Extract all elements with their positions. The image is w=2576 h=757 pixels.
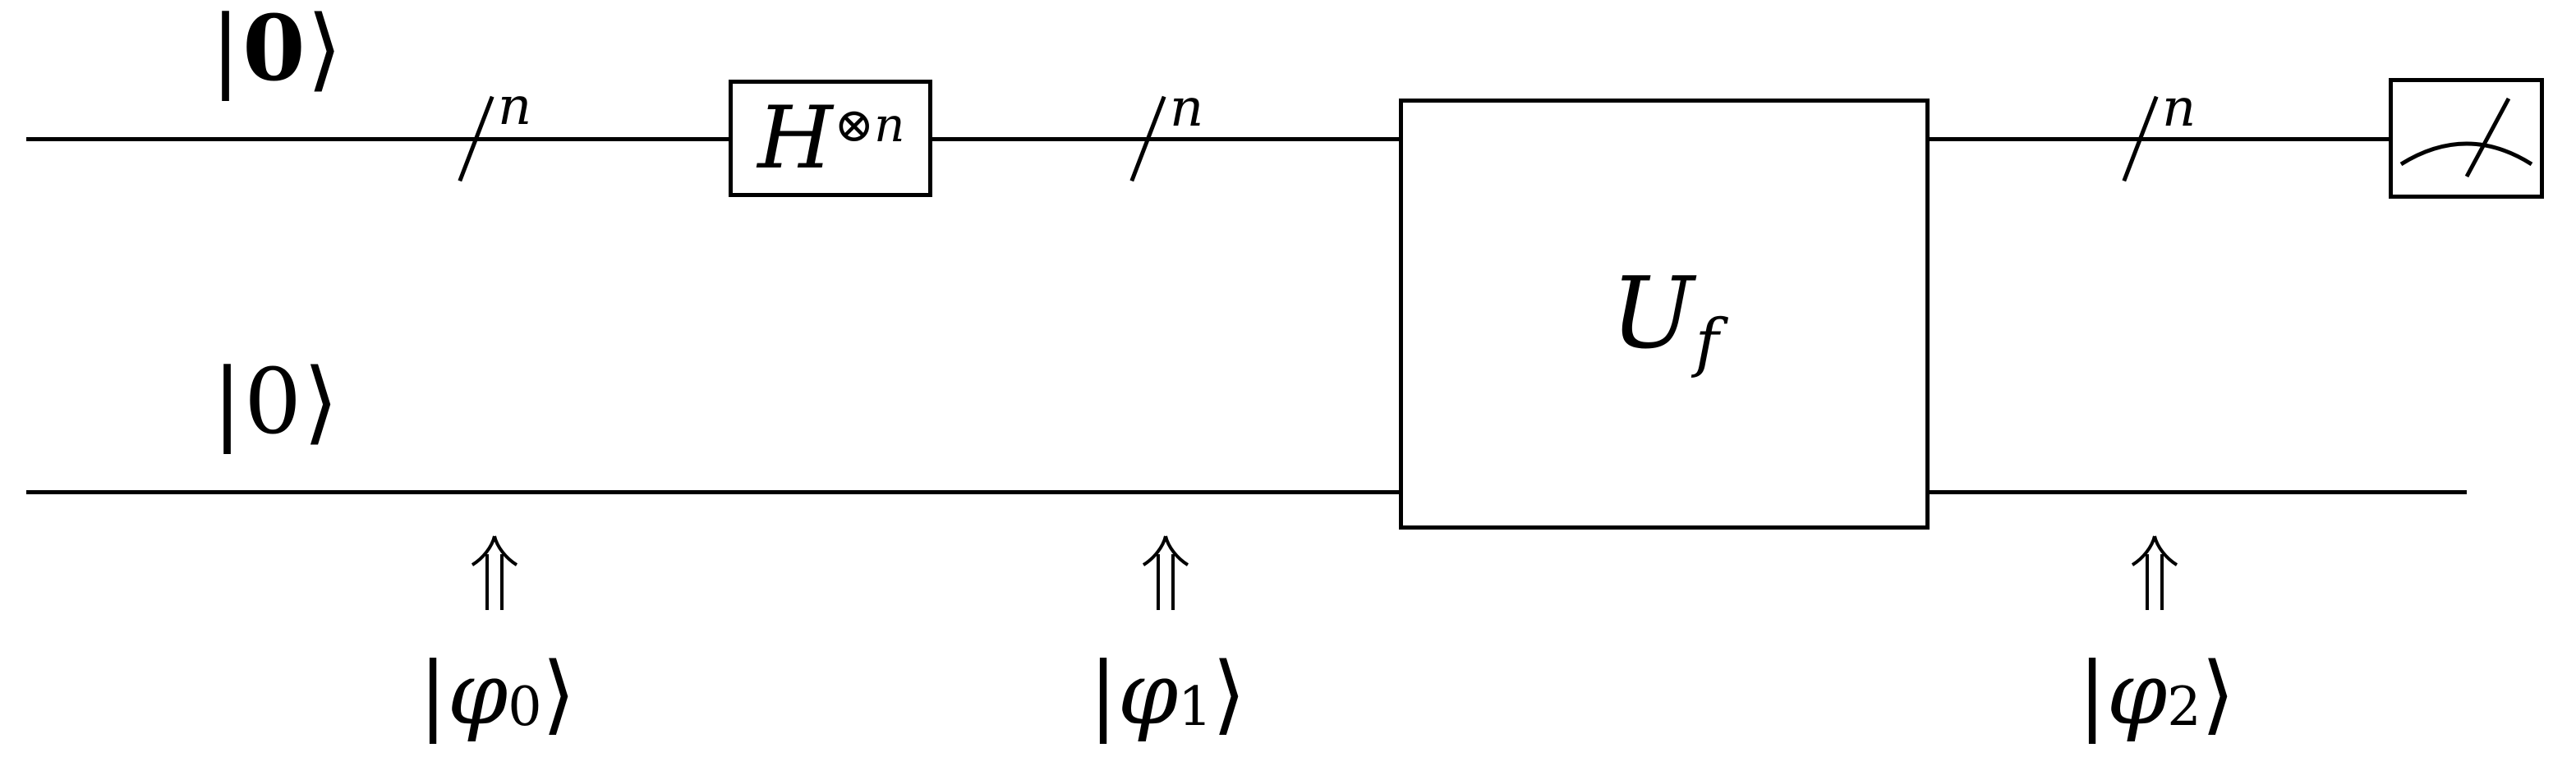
ket-bar: | [418,644,448,744]
ket-bar: | [2077,644,2107,744]
hadamard-gate-label: H⊗n [757,95,904,181]
double-up-arrow-icon [2131,535,2178,610]
phi-symbol: φ [1117,644,1179,744]
measurement-gate [2389,78,2544,199]
oracle-base: U [1610,256,1695,371]
oracle-subscript: f [1695,306,1719,381]
phi-subscript: 1 [1178,676,1212,738]
ket-bracket: ⟩ [1212,644,1246,744]
phi-subscript: 2 [2167,676,2201,738]
oracle-gate-label: Uf [1611,264,1719,380]
phi-subscript: 0 [508,676,542,738]
hadamard-superscript: ⊗n [834,97,905,154]
state-label-phi2: | φ 2 ⟩ [2077,651,2234,737]
phi-symbol: φ [2106,644,2168,744]
top-wire [26,137,2389,141]
bus-width-label: n [1170,78,1204,139]
bus-width-label: n [498,76,532,137]
double-up-arrow-icon [471,535,518,610]
double-up-arrow-icon [1142,535,1189,610]
state-label-phi1: | φ 1 ⟩ [1088,651,1245,737]
meter-icon [2399,97,2533,178]
ket-bracket: ⟩ [303,349,340,454]
ket-bracket: ⟩ [2201,644,2235,744]
phi-symbol: φ [447,644,508,744]
ket-bar: | [210,0,243,101]
hadamard-base: H [757,88,833,188]
top-input-state-label: | 0 ⟩ [210,3,344,94]
bus-width-label: n [2162,78,2196,139]
ket-value: 0 [244,349,304,454]
ket-value: 0 [242,0,307,101]
ket-bar: | [212,349,245,454]
bottom-wire [26,490,2467,494]
state-label-phi0: | φ 0 ⟩ [418,651,575,737]
ket-bracket: ⟩ [306,0,344,101]
bottom-input-state-label: | 0 ⟩ [212,356,340,447]
ket-bar: | [1088,644,1118,744]
ket-bracket: ⟩ [541,644,576,744]
oracle-gate: Uf [1399,99,1930,530]
hadamard-gate: H⊗n [729,80,932,197]
